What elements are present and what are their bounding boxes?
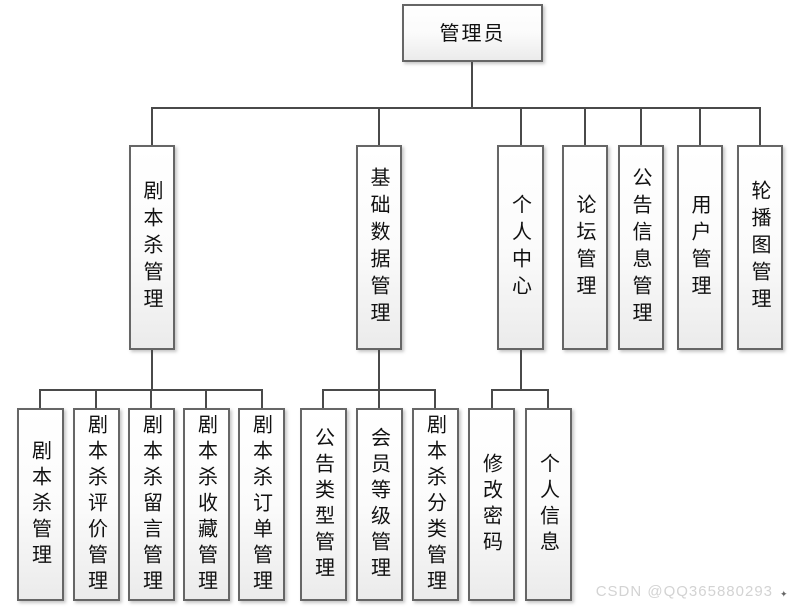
- node-script-category-mgmt: 剧本杀分类管理: [412, 408, 459, 601]
- node-script-kill-mgmt-sub: 剧本杀管理: [17, 408, 64, 601]
- connector-script-drop-5: [261, 389, 263, 408]
- node-member-level-mgmt: 会员等级管理: [356, 408, 403, 601]
- connector-personal-stem: [520, 350, 522, 389]
- connector-script-drop-1: [39, 389, 41, 408]
- node-personal-info: 个人信息: [525, 408, 572, 601]
- connector-script-stem: [151, 350, 153, 389]
- connector-basedata-stem: [378, 350, 380, 389]
- connector-drop-forum: [584, 107, 586, 145]
- node-forum-mgmt: 论坛管理: [562, 145, 608, 350]
- node-script-favorite-mgmt: 剧本杀收藏管理: [183, 408, 230, 601]
- connector-drop-personal: [520, 107, 522, 145]
- connector-personal-rail: [491, 389, 549, 391]
- connector-basedata-drop-1: [322, 389, 324, 408]
- connector-basedata-drop-3: [434, 389, 436, 408]
- node-announcement-info-mgmt: 公告信息管理: [618, 145, 664, 350]
- node-personal-center: 个人中心: [497, 145, 544, 350]
- connector-drop-announce: [640, 107, 642, 145]
- node-base-data-mgmt: 基础数据管理: [356, 145, 402, 350]
- connector-root-stem: [471, 62, 473, 107]
- node-script-kill-mgmt: 剧本杀管理: [129, 145, 175, 350]
- node-user-mgmt: 用户管理: [677, 145, 723, 350]
- node-script-order-mgmt: 剧本杀订单管理: [238, 408, 285, 601]
- connector-drop-carousel: [759, 107, 761, 145]
- connector-script-drop-3: [150, 389, 152, 408]
- connector-personal-drop-1: [491, 389, 493, 408]
- connector-level2-rail: [151, 107, 761, 109]
- node-script-message-mgmt: 剧本杀留言管理: [128, 408, 175, 601]
- connector-drop-script-mgmt: [151, 107, 153, 145]
- connector-basedata-drop-2: [378, 389, 380, 408]
- node-change-password: 修改密码: [468, 408, 515, 601]
- connector-script-drop-4: [205, 389, 207, 408]
- node-admin: 管理员: [402, 4, 543, 62]
- node-carousel-mgmt: 轮播图管理: [737, 145, 783, 350]
- node-script-review-mgmt: 剧本杀评价管理: [73, 408, 120, 601]
- connector-personal-drop-2: [547, 389, 549, 408]
- connector-drop-base-data: [378, 107, 380, 145]
- cursor-artifact-icon: ✦: [780, 590, 788, 600]
- connector-drop-user: [699, 107, 701, 145]
- node-announce-type-mgmt: 公告类型管理: [300, 408, 347, 601]
- connector-script-drop-2: [95, 389, 97, 408]
- csdn-watermark: CSDN @QQ365880293: [595, 583, 773, 600]
